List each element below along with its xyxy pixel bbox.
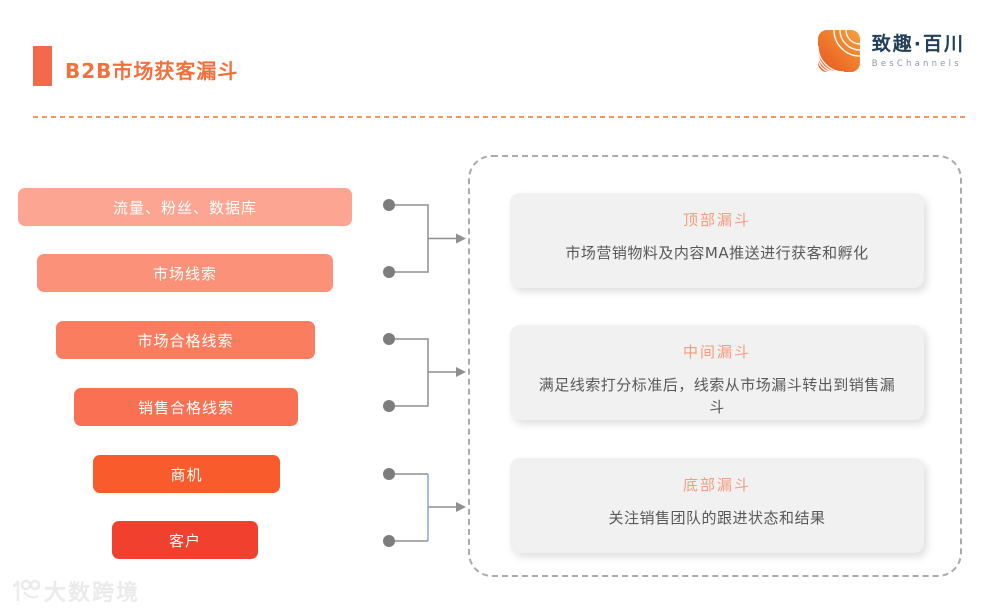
brand-name: 致趣·百川 <box>871 33 965 56</box>
funnel-stage-customer: 客户 <box>112 521 258 559</box>
connector-group-top <box>389 204 457 273</box>
panel-bottom-funnel: 底部漏斗 关注销售团队的跟进状态和结果 <box>510 458 924 553</box>
funnel-stage-sql: 销售合格线索 <box>74 388 298 426</box>
connector-group-middle <box>389 338 457 407</box>
funnel-stage-opportunity: 商机 <box>93 455 280 493</box>
arrow-right-icon <box>456 233 466 244</box>
watermark: 大数跨境 <box>8 575 140 607</box>
connector-dot <box>383 199 395 211</box>
funnel-stage-traffic: 流量、粉丝、数据库 <box>18 188 352 226</box>
connector-dot <box>383 535 395 547</box>
connector-group-bottom <box>389 473 457 542</box>
watermark-icon <box>12 579 40 601</box>
arrow-right-icon <box>456 502 466 512</box>
panel-title: 顶部漏斗 <box>682 211 751 229</box>
panel-middle-funnel: 中间漏斗 满足线索打分标准后，线索从市场漏斗转出到销售漏斗 <box>510 325 924 420</box>
arrow-right-icon <box>456 367 466 377</box>
funnel-stage-mql: 市场合格线索 <box>56 321 315 359</box>
connector-dot <box>383 266 395 278</box>
panel-body: 满足线索打分标准后，线索从市场漏斗转出到销售漏斗 <box>538 376 896 416</box>
connector-lines <box>383 199 466 547</box>
title-accent-bar <box>33 46 52 86</box>
connector-line <box>389 338 429 407</box>
brand-subtitle: BesChannels <box>871 58 962 69</box>
panel-body: 市场营销物料及内容MA推送进行获客和孵化 <box>565 244 869 262</box>
page-title: B2B市场获客漏斗 <box>65 59 239 83</box>
connector-dot <box>383 333 395 345</box>
funnel-description-group <box>468 155 962 577</box>
brand-text: 致趣·百川 BesChannels <box>872 33 965 69</box>
connector-line <box>389 204 429 273</box>
panel-title: 底部漏斗 <box>682 476 751 494</box>
connector-dot <box>383 468 395 480</box>
connector-dot <box>383 400 395 412</box>
panel-body: 关注销售团队的跟进状态和结果 <box>608 509 826 527</box>
panel-title: 中间漏斗 <box>682 343 751 361</box>
brand-logo: 致趣·百川 BesChannels <box>817 30 965 72</box>
funnel-stage-market-leads: 市场线索 <box>37 254 333 292</box>
beschannels-logo-icon <box>817 30 860 72</box>
panel-top-funnel: 顶部漏斗 市场营销物料及内容MA推送进行获客和孵化 <box>510 193 924 288</box>
watermark-text: 大数跨境 <box>44 581 141 606</box>
header-divider <box>33 116 968 118</box>
